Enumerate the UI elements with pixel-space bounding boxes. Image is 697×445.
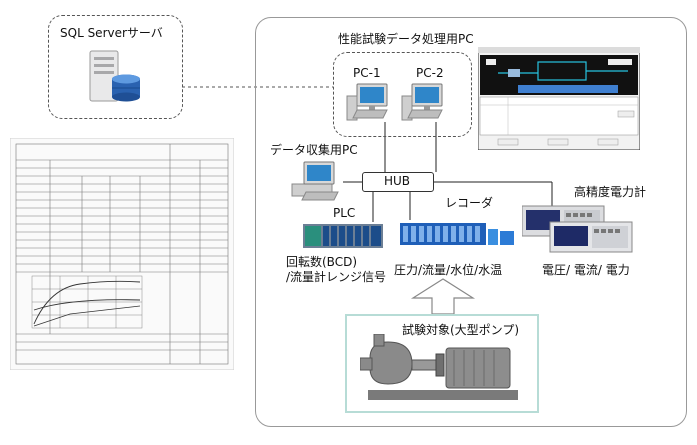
- hub-label: HUB: [384, 174, 411, 188]
- pc2-label: PC-2: [416, 66, 444, 80]
- plc-label: PLC: [333, 206, 356, 220]
- plc-signals-line1: 回転数(BCD): [286, 255, 358, 269]
- perf-pc-group: [333, 52, 472, 137]
- pc2-icon: [401, 83, 443, 121]
- recorder-device-icon: [400, 223, 514, 245]
- server-icon: [89, 50, 140, 102]
- hub-box: [362, 172, 434, 192]
- daq-pc-icon: [291, 161, 339, 201]
- recorder-label: レコーダ: [445, 196, 494, 210]
- main-system-box: [255, 17, 687, 427]
- plc-device-icon: [303, 224, 383, 248]
- power-meter-label: 高精度電力計: [574, 185, 647, 199]
- plc-signals-line2: /流量計レンジ信号: [286, 270, 387, 284]
- sql-server-box: [48, 15, 183, 119]
- test-target-label: 試験対象(大型ポンプ): [402, 323, 520, 337]
- pc1-label: PC-1: [353, 66, 381, 80]
- daq-pc-label: データ収集用PC: [270, 143, 358, 157]
- pump-icon: [360, 334, 518, 400]
- test-report-document: [10, 138, 234, 370]
- perf-pc-title: 性能試験データ処理用PC: [338, 32, 474, 46]
- power-meter-signals: 電圧/ 電流/ 電力: [542, 263, 630, 277]
- software-screenshot: [478, 47, 640, 150]
- recorder-signals: 圧力/流量/水位/水温: [394, 263, 503, 277]
- sql-server-label: SQL Serverサーバ: [60, 26, 163, 40]
- pc1-icon: [346, 83, 388, 121]
- power-meter-icon: [522, 205, 633, 253]
